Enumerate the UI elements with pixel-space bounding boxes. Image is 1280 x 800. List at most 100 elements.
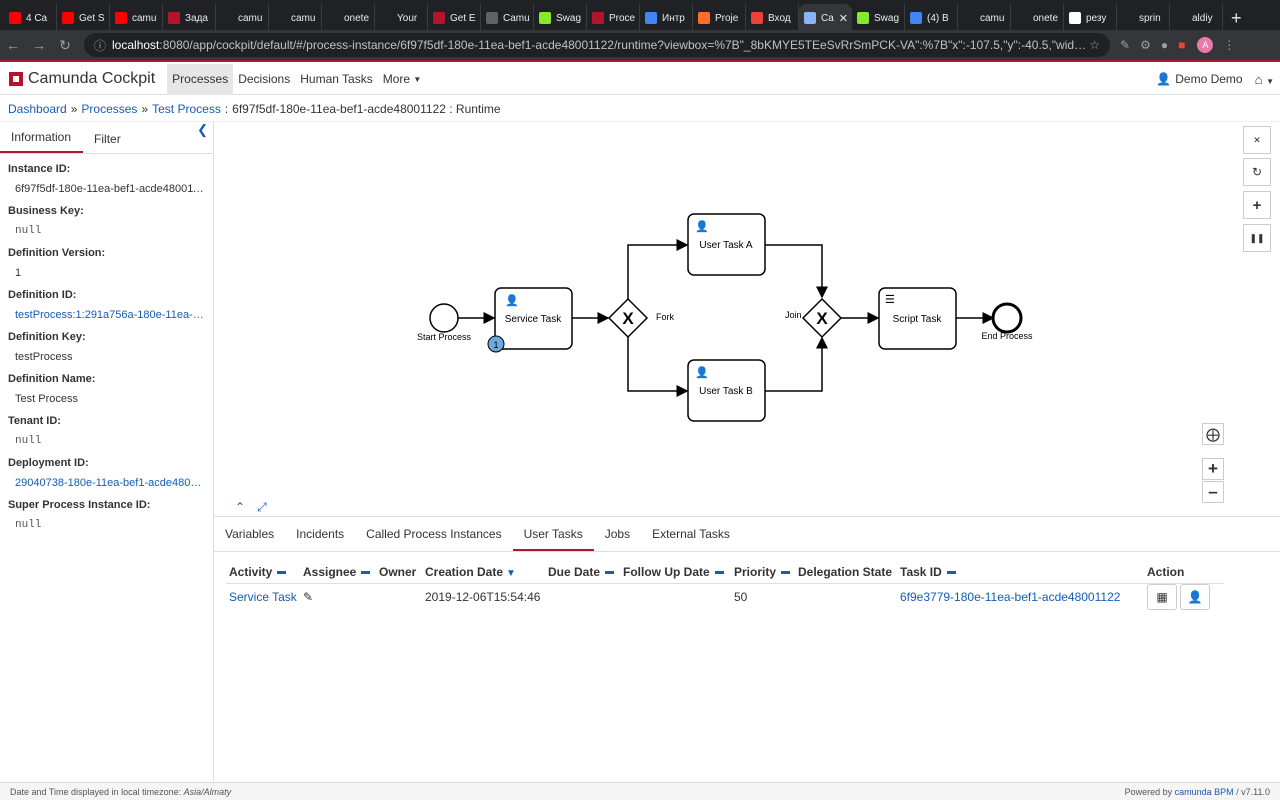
browser-menu-icon[interactable]: ⋮ (1223, 38, 1236, 52)
tab-favicon-icon (645, 12, 657, 24)
task-id-link[interactable]: 6f9e3779-180e-11ea-bef1-acde48001122 (900, 590, 1121, 605)
service-task[interactable] (494, 287, 573, 350)
app-logo[interactable]: Camunda Cockpit (9, 70, 155, 88)
collapse-sidebar-icon[interactable]: ❮ (197, 122, 208, 137)
browser-tab[interactable]: Вход (746, 4, 799, 32)
activity-link[interactable]: Service Task (229, 590, 297, 605)
browser-tab[interactable]: 4 Ca (4, 4, 57, 32)
forward-icon[interactable]: → (32, 37, 46, 53)
sort-icon[interactable] (277, 571, 287, 575)
assign-user-button[interactable]: 👤 (1180, 584, 1210, 611)
reset-zoom-button[interactable]: ⨁ (1202, 423, 1224, 445)
add-button[interactable]: + (1243, 191, 1271, 219)
nav-human-tasks[interactable]: Human Tasks (300, 72, 373, 86)
zoom-out-button[interactable]: – (1202, 481, 1224, 503)
user-menu[interactable]: 👤 Demo Demo (1156, 72, 1242, 86)
col-priority[interactable]: Priority (731, 561, 795, 584)
browser-tab[interactable]: sprin (1117, 4, 1170, 32)
close-tab-icon[interactable]: ✕ (838, 12, 849, 25)
browser-tab[interactable]: Get S (57, 4, 110, 32)
sort-icon[interactable] (781, 571, 791, 575)
camunda-bpm-link[interactable]: camunda BPM (1174, 786, 1234, 797)
tab-filter[interactable]: Filter (94, 132, 121, 146)
browser-tab[interactable]: Get E (428, 4, 481, 32)
extension-icon[interactable]: ■ (1178, 38, 1186, 52)
sort-icon[interactable] (361, 571, 371, 575)
browser-tab[interactable]: Swag (534, 4, 587, 32)
browser-tab[interactable]: Proje (693, 4, 746, 32)
browser-tab[interactable]: camu (269, 4, 322, 32)
home-menu[interactable]: ⌂ ▼ (1255, 72, 1274, 87)
col-assignee[interactable]: Assignee (300, 561, 376, 584)
refresh-button[interactable]: ↻ (1243, 158, 1271, 186)
edit-assignee-pencil-icon[interactable]: ✎ (303, 590, 314, 605)
browser-tab[interactable]: camu (110, 4, 163, 32)
breadcrumb-test-process[interactable]: Test Process (152, 101, 221, 116)
tab-external-tasks[interactable]: External Tasks (652, 527, 730, 541)
definition-id-link[interactable]: testProcess:1:291a756a-180e-11ea-bef1-ac… (15, 309, 205, 321)
tab-title: camu (980, 12, 1005, 24)
tab-variables[interactable]: Variables (225, 527, 275, 541)
browser-tab[interactable]: Swag (852, 4, 905, 32)
back-icon[interactable]: ← (6, 37, 20, 53)
bookmark-star-icon[interactable]: ☆ (1089, 38, 1100, 52)
col-creation-date[interactable]: Creation Date▼ (422, 561, 545, 584)
browser-tab[interactable]: (4) B (905, 4, 958, 32)
user-task-b[interactable] (687, 359, 766, 422)
tab-called-process-instances[interactable]: Called Process Instances (366, 527, 502, 541)
nav-decisions[interactable]: Decisions (238, 72, 291, 86)
sort-icon[interactable] (714, 571, 724, 575)
collapse-up-icon[interactable]: ⌃ (235, 500, 246, 514)
address-bar[interactable]: ⓘ localhost:8080/app/cockpit/default/#/p… (84, 33, 1110, 57)
browser-tab[interactable]: Интр (640, 4, 693, 32)
browser-tab[interactable]: camu (216, 4, 269, 32)
tab-favicon-icon (115, 12, 127, 24)
nav-more[interactable]: More ▼ (378, 64, 427, 95)
tab-user-tasks[interactable]: User Tasks (512, 527, 594, 551)
user-task-a[interactable] (687, 213, 766, 276)
profile-avatar[interactable]: A (1197, 37, 1214, 53)
browser-tab[interactable]: Proce (587, 4, 640, 32)
script-task[interactable] (878, 287, 957, 350)
browser-tab[interactable]: aldiy (1170, 4, 1223, 32)
browser-tab[interactable]: camu (958, 4, 1011, 32)
extension-icon[interactable]: ✎ (1120, 38, 1131, 52)
join-gateway[interactable] (801, 297, 843, 339)
zoom-in-button[interactable]: + (1202, 458, 1224, 480)
sort-icon[interactable] (946, 571, 956, 575)
browser-tab[interactable]: Your (375, 4, 428, 32)
extension-icon[interactable]: ● (1160, 38, 1169, 52)
fork-gateway[interactable] (607, 297, 649, 339)
browser-tab[interactable]: onete (322, 4, 375, 32)
start-event[interactable] (429, 303, 459, 333)
sort-icon[interactable] (605, 571, 615, 575)
browser-tab[interactable]: onete (1011, 4, 1064, 32)
expand-icon[interactable]: ⤢ (257, 500, 267, 514)
suspend-button[interactable]: ❚❚ (1243, 224, 1271, 252)
groups-button[interactable]: ▦ (1147, 584, 1177, 611)
col-due-date[interactable]: Due Date (545, 561, 620, 584)
browser-tab[interactable]: Зада (163, 4, 216, 32)
bpmn-diagram-canvas[interactable]: Start Process 👤 Service Task 1 X Fork 👤 … (215, 122, 1280, 515)
running-token-badge[interactable] (487, 335, 505, 353)
browser-tab[interactable]: Ca✕ (799, 4, 852, 32)
sort-descending-icon[interactable]: ▼ (506, 567, 516, 579)
extension-icon[interactable]: ⚙ (1140, 38, 1151, 52)
tab-favicon-icon (963, 12, 975, 24)
close-diagram-button[interactable]: ✕ (1243, 126, 1271, 154)
tab-information[interactable]: Information (0, 130, 84, 153)
breadcrumb-processes[interactable]: Processes (81, 101, 138, 116)
deployment-id-link[interactable]: 29040738-180e-11ea-bef1-acde48001122 (15, 477, 205, 489)
tab-incidents[interactable]: Incidents (296, 527, 345, 541)
nav-processes[interactable]: Processes (167, 63, 234, 95)
browser-tab[interactable]: Camu (481, 4, 534, 32)
col-follow-up-date[interactable]: Follow Up Date (620, 561, 731, 584)
breadcrumb-dashboard[interactable]: Dashboard (8, 101, 67, 116)
reload-icon[interactable]: ↻ (59, 36, 71, 53)
browser-tab[interactable]: резу (1064, 4, 1117, 32)
col-activity[interactable]: Activity (226, 561, 300, 584)
end-event[interactable] (991, 302, 1023, 334)
col-task-id[interactable]: Task ID (897, 561, 1144, 584)
tab-jobs[interactable]: Jobs (604, 527, 631, 541)
new-tab-icon[interactable]: + (1231, 7, 1242, 28)
